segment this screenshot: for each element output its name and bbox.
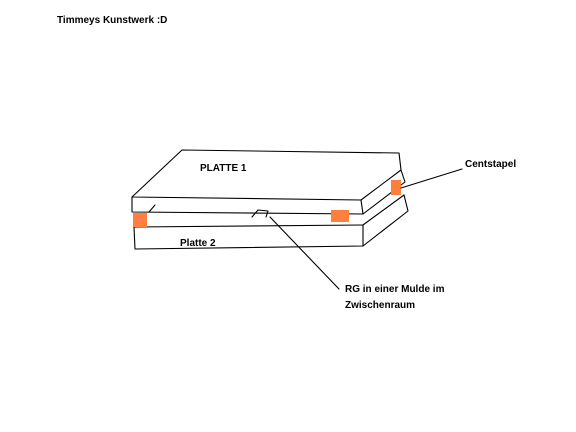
gap-space bbox=[133, 194, 405, 228]
plate-1-side-face bbox=[362, 169, 406, 215]
rg-label-line-1: RG in einer Mulde im bbox=[345, 284, 445, 295]
coin-stack-label: Centstapel bbox=[465, 159, 516, 170]
plate-2 bbox=[133, 194, 409, 250]
plate-2-label: Platte 2 bbox=[180, 238, 216, 249]
drawing-title: Timmeys Kunstwerk :D bbox=[57, 15, 167, 26]
rg-depression bbox=[251, 209, 269, 218]
gap-back-edge bbox=[148, 204, 156, 213]
rg-leader-line bbox=[269, 216, 340, 290]
plate-1-label: PLATTE 1 bbox=[200, 163, 247, 174]
rg-label-line-2: Zwischenraum bbox=[345, 300, 415, 311]
coin-stack-leader-line bbox=[400, 168, 463, 189]
coin-stack-right bbox=[391, 180, 401, 195]
coin-stack-left bbox=[133, 213, 147, 227]
plate-1 bbox=[131, 149, 406, 215]
plate-2-front-face bbox=[133, 224, 364, 250]
plate-2-side-face bbox=[362, 194, 409, 247]
plate-1-top-face bbox=[131, 149, 402, 201]
gap-side-lower-edge bbox=[362, 194, 405, 226]
coin-stack-middle bbox=[331, 210, 349, 222]
plate-1-front-face bbox=[131, 196, 364, 215]
gap-front-lower-edge bbox=[133, 224, 364, 228]
